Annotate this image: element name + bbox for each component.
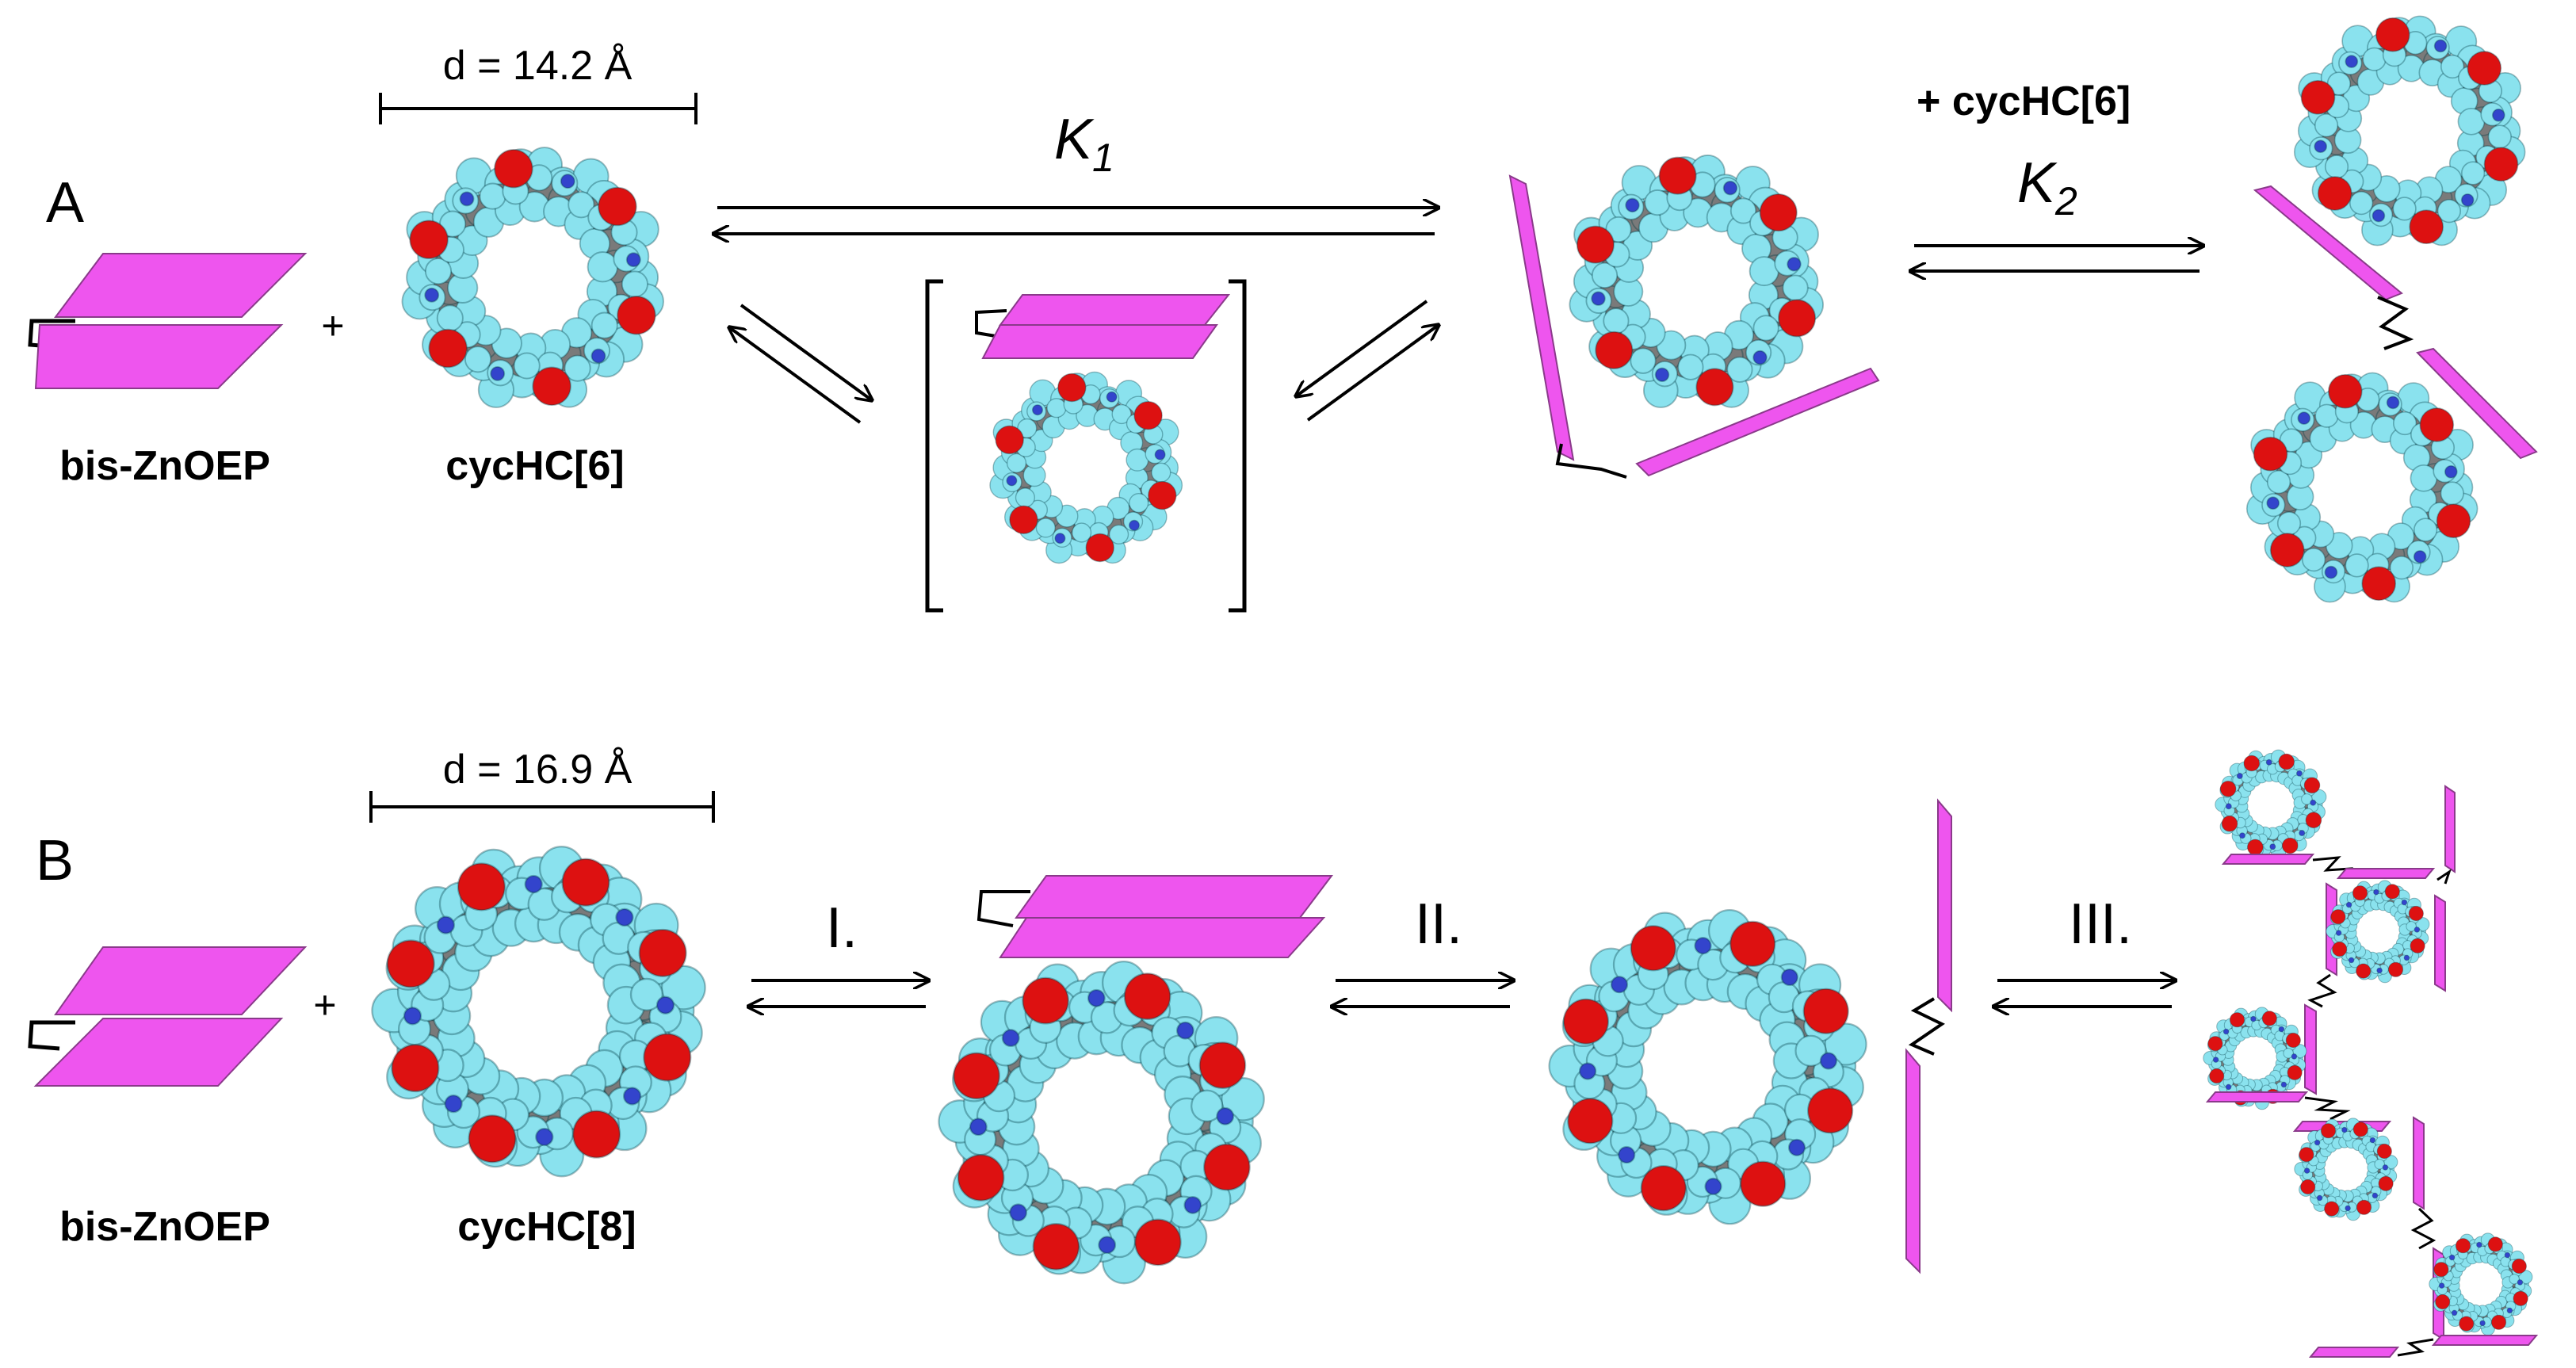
- cychc6-molecule-icon: [2293, 15, 2526, 246]
- distance-label: d = 16.9 Å: [443, 747, 633, 793]
- bracket-left: [925, 279, 943, 613]
- equilibrium-constant-k2: K2: [2017, 151, 2077, 224]
- porphyrin-plate-upper: [1015, 875, 1334, 919]
- arrow-intermediate-to-complex: [1306, 325, 1439, 422]
- linker-icon: [2307, 973, 2337, 1008]
- step-label-ii: II.: [1415, 892, 1462, 956]
- porphyrin-plate-upper: [1937, 798, 1952, 1013]
- linker-icon: [2436, 869, 2452, 885]
- linker-icon: [28, 1020, 75, 1051]
- distance-scale-bar: [379, 93, 698, 124]
- linker-icon: [977, 890, 1030, 927]
- porphyrin-plate-lower: [981, 324, 1218, 359]
- porphyrin-plate-upper: [999, 294, 1231, 326]
- cychc6-molecule-icon: [2245, 372, 2479, 603]
- panel-b: B + bis-ZnOEP d = 16.9 Å cycHC[8] I. II.: [28, 747, 2539, 1358]
- plus-sign: +: [313, 983, 336, 1027]
- transient-intermediate: [925, 279, 1247, 613]
- cychc8-molecule-icon: [2203, 1007, 2307, 1110]
- arrow-to-intermediate: [740, 304, 872, 400]
- reagent-label-bis-znoep: bis-ZnOEP: [59, 1204, 270, 1250]
- porphyrin-plate-vertical: [2304, 1003, 2317, 1095]
- porphyrin-plate-upper: [54, 253, 308, 318]
- cychc6-molecule-icon: [1569, 154, 1825, 408]
- porphyrin-plate-tilted: [1635, 367, 1880, 477]
- linker-icon: [2377, 296, 2414, 350]
- porphyrin-plate-upper: [54, 946, 308, 1015]
- porphyrin-plate-lower: [999, 917, 1326, 958]
- sandwich-complex: [938, 875, 1334, 1285]
- arrow-complex-to-intermediate: [1296, 300, 1428, 396]
- cychc8-molecule-icon: [938, 960, 1265, 1285]
- complex-1to1: [1508, 154, 1880, 479]
- porphyrin-plate: [2336, 868, 2436, 879]
- distance-label: d = 14.2 Å: [443, 43, 633, 89]
- cychc8-molecule-icon: [1548, 908, 1867, 1225]
- reagent-label-cychc6: cycHC[6]: [445, 443, 624, 489]
- linker-icon: [2410, 1207, 2436, 1250]
- cychc8-molecule-icon: [2215, 749, 2327, 861]
- linker-icon: [2397, 1338, 2434, 1357]
- porphyrin-plate-lower: [1905, 1048, 1921, 1274]
- cychc8-molecule-icon: [371, 846, 706, 1178]
- cychc8-molecule-icon: [2294, 1118, 2398, 1221]
- bis-znoep-dimer-b: [28, 946, 308, 1087]
- panel-a-label: A: [46, 171, 84, 235]
- step-label-i: I.: [826, 896, 858, 960]
- open-complex: [1548, 798, 1952, 1274]
- porphyrin-plate-vertical: [2413, 1116, 2425, 1210]
- step-label-iii: III.: [2069, 892, 2132, 956]
- porphyrin-plate-lower: [2416, 347, 2538, 460]
- plus-sign: +: [321, 304, 344, 348]
- porphyrin-plate-upper: [2253, 185, 2403, 301]
- cychc6-molecule-icon: [401, 147, 664, 408]
- k2-reagent-label: + cycHC[6]: [1917, 78, 2131, 124]
- porphyrin-plate: [2308, 1347, 2400, 1358]
- porphyrin-plate: [2431, 1335, 2539, 1346]
- bracket-right: [1229, 279, 1247, 613]
- panel-a: A + bis-ZnOEP d = 14.2 Å cycHC[6] K1: [28, 15, 2538, 613]
- arrow-from-intermediate: [729, 327, 862, 424]
- linker-icon: [1555, 443, 1627, 479]
- distance-scale-bar: [369, 791, 715, 823]
- panel-b-label: B: [36, 829, 74, 892]
- bis-znoep-dimer-a: [28, 253, 308, 389]
- linker-icon: [975, 309, 1007, 338]
- supramolecular-polymer: [2203, 749, 2539, 1358]
- reagent-label-bis-znoep: bis-ZnOEP: [59, 443, 270, 489]
- cychc8-molecule-icon: [2326, 880, 2430, 984]
- cychc6-molecule-icon: [989, 371, 1183, 564]
- complex-1to2: [2245, 15, 2538, 603]
- porphyrin-plate-vertical: [1508, 174, 1575, 461]
- porphyrin-plate-vertical: [2444, 785, 2456, 873]
- cychc8-molecule-icon: [2429, 1232, 2533, 1336]
- reagent-label-cychc8: cycHC[8]: [457, 1204, 636, 1250]
- porphyrin-plate: [2205, 1091, 2309, 1102]
- porphyrin-plate-lower: [33, 1018, 284, 1087]
- porphyrin-plate-vertical: [2434, 894, 2446, 992]
- porphyrin-plate: [2221, 854, 2315, 865]
- linker-icon: [2304, 1096, 2351, 1121]
- equilibrium-constant-k1: K1: [1054, 108, 1114, 180]
- porphyrin-plate-lower: [34, 324, 284, 389]
- linker-icon: [1908, 997, 1945, 1056]
